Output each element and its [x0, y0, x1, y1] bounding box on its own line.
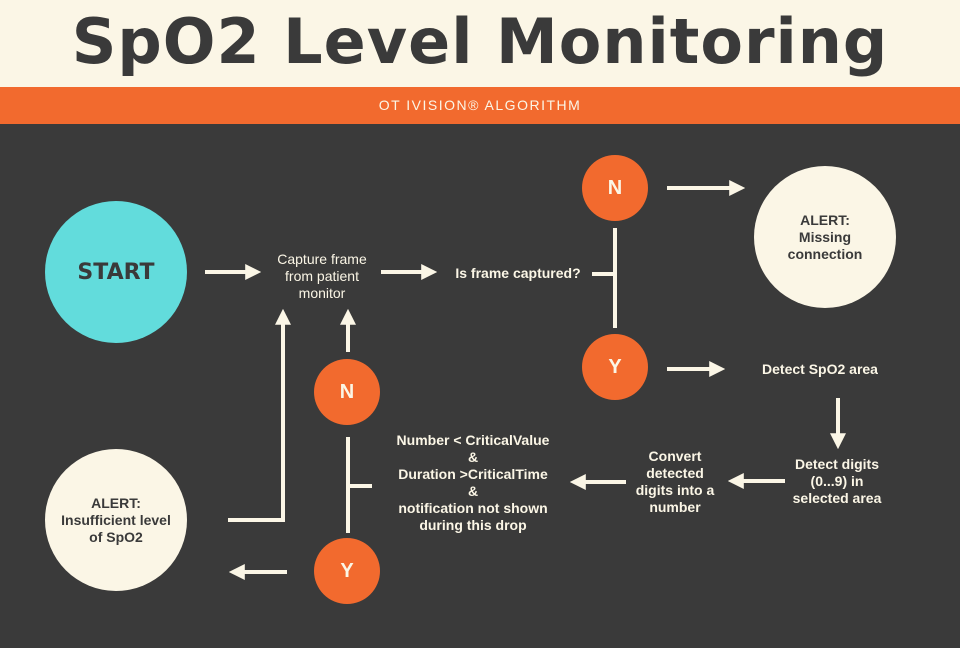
page-title: SpO2 Level Monitoring — [71, 5, 889, 78]
arrow-alert-to-capture — [228, 308, 291, 522]
critical-condition-label: Number < CriticalValue & Duration >Criti… — [396, 432, 550, 533]
detect-digits-label: Detect digits (0...9) in selected area — [792, 456, 882, 506]
page-subtitle: OT IVISION® ALGORITHM — [378, 97, 582, 113]
capture-frame-label: Capture frame from patient monitor — [277, 251, 367, 301]
decision-no-node-1: N — [582, 155, 648, 221]
alert-missing-connection: ALERT: Missing connection — [754, 166, 896, 308]
decision-yes-node-1: Y — [582, 334, 648, 400]
detect-spo2-area-label: Detect SpO2 area — [762, 361, 878, 377]
alert-insufficient-spo2: ALERT: Insufficient level of SpO2 — [45, 449, 187, 591]
flowchart: START Capture frame from patient monitor… — [0, 124, 960, 648]
is-frame-captured-label: Is frame captured? — [455, 265, 581, 281]
decision-no-node-2: N — [314, 359, 380, 425]
flow-connectors — [205, 180, 846, 580]
convert-digits-label: Convert detected digits into a number — [635, 448, 715, 515]
header: SpO2 Level Monitoring — [0, 0, 960, 87]
decision-yes-node-2: Y — [314, 538, 380, 604]
start-node: START — [45, 201, 187, 343]
subtitle-band: OT IVISION® ALGORITHM — [0, 87, 960, 124]
